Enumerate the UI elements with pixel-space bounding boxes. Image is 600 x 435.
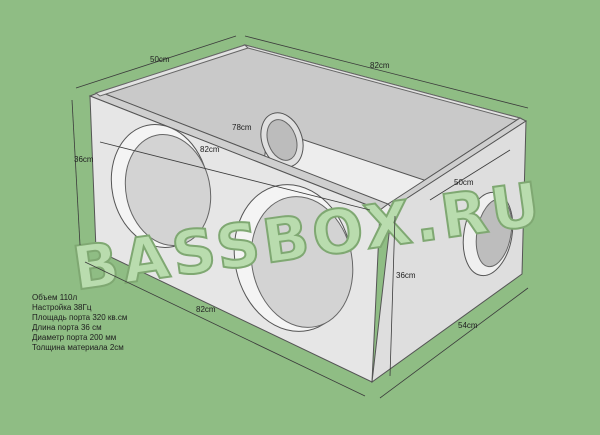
dim-top-length: 82cm bbox=[370, 61, 390, 70]
dim-top-depth: 50cm bbox=[150, 55, 170, 64]
spec-tuning: Настройка 38Гц bbox=[32, 303, 92, 312]
spec-volume: Объем 110л bbox=[32, 293, 77, 302]
spec-port-area: Площадь порта 320 кв.см bbox=[32, 313, 127, 322]
dim-bottom-depth: 54cm bbox=[458, 321, 478, 330]
speaker-cutout-left bbox=[110, 124, 212, 248]
dim-bottom-length: 82cm bbox=[196, 305, 216, 314]
side-panel bbox=[371, 120, 527, 384]
back-rim bbox=[243, 44, 522, 121]
spec-material-thickness: Толщина материала 2см bbox=[32, 343, 124, 352]
spec-list: Объем 110л Настройка 38Гц Площадь порта … bbox=[32, 293, 127, 352]
dimension-lines bbox=[71, 35, 529, 399]
dim-front-top-length: 82cm bbox=[200, 145, 220, 154]
dim-port-length: 78cm bbox=[232, 123, 252, 132]
dim-side-height: 36cm bbox=[396, 271, 416, 280]
speaker-cutout-right bbox=[233, 184, 354, 332]
port-opening bbox=[462, 191, 514, 277]
dim-side-top-depth: 50cm bbox=[454, 178, 474, 187]
spec-port-diameter: Диаметр порта 200 мм bbox=[32, 333, 116, 342]
spec-port-length: Длина порта 36 см bbox=[32, 323, 102, 332]
dim-front-height: 36cm bbox=[74, 155, 94, 164]
